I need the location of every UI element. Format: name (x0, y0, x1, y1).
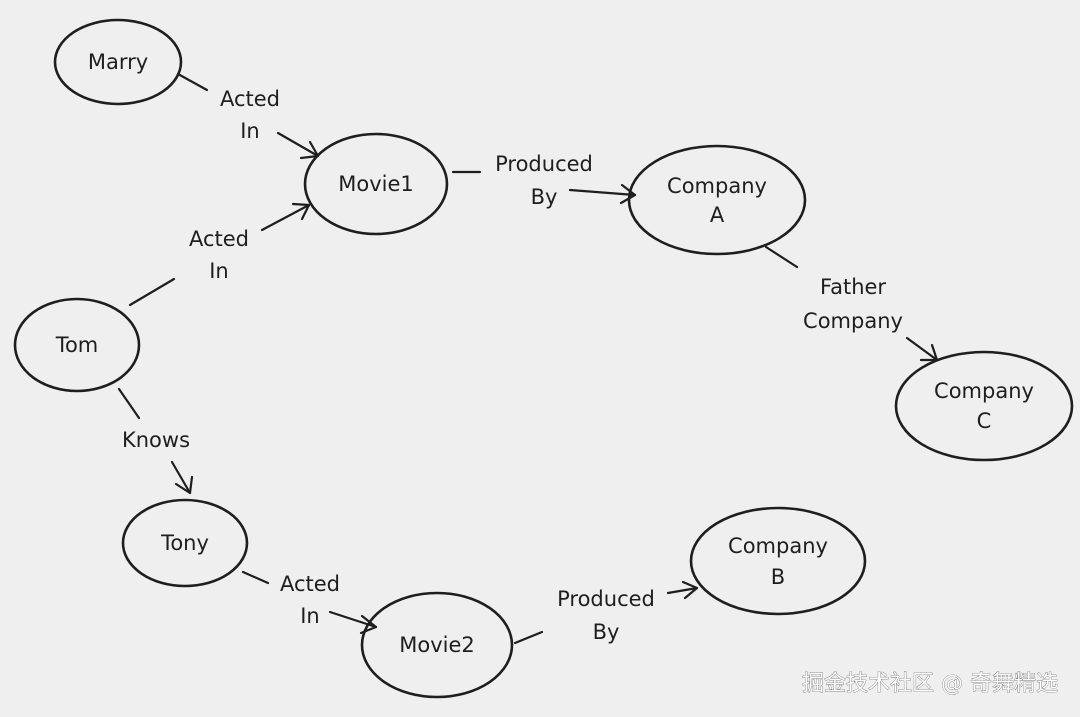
node-company-c-label-line1: Company (934, 379, 1034, 403)
edge-movie2-company-b-arrowhead (681, 580, 699, 600)
node-tony: Tony (121, 498, 249, 588)
edge-tony-movie2: Acted In (241, 570, 378, 635)
node-tom-label: Tom (55, 333, 99, 357)
edge-tom-tony: Knows (117, 387, 194, 495)
edge-movie1-company-a-label-line2: By (531, 185, 558, 209)
node-movie1: Movie1 (303, 132, 449, 236)
node-movie2-shape (360, 591, 514, 699)
node-tony-label: Tony (160, 531, 209, 555)
node-company-b-label-line2: B (771, 565, 785, 589)
edge-tom-movie1-label-line1: Acted (189, 227, 249, 251)
node-company-c-label-line2: C (977, 409, 992, 433)
node-marry: Marry (53, 18, 183, 106)
edge-tony-movie2-arrowhead (359, 614, 378, 635)
edge-tony-movie2-line-end (328, 610, 378, 629)
edge-company-a-company-c-arrowhead (919, 343, 939, 362)
node-tony-shape (121, 498, 249, 588)
edge-movie2-company-b-label-line2: By (593, 620, 620, 644)
edge-company-a-company-c-line-start (764, 245, 799, 269)
edge-tom-movie1: Acted In (128, 202, 311, 307)
node-movie2: Movie2 (360, 591, 514, 699)
edge-tony-movie2-label-line2: In (300, 604, 320, 628)
node-company-c: Company C (894, 350, 1074, 462)
edge-marry-movie1-label-line1: Acted (220, 87, 280, 111)
edge-tom-movie1-line-end (260, 203, 311, 232)
node-movie2-label: Movie2 (399, 633, 475, 657)
node-company-a-label-line2: A (710, 203, 725, 227)
node-company-b: Company B (689, 506, 867, 616)
edge-company-a-company-c-label-line1: Father (820, 275, 886, 299)
edge-company-a-company-c: Father Company (764, 245, 939, 362)
edge-tom-tony-line-end (170, 460, 192, 495)
edge-tom-movie1-label-line2: In (209, 259, 229, 283)
edge-movie1-company-a: Produced By (451, 152, 637, 209)
edge-marry-movie1: Acted In (176, 72, 320, 160)
edge-movie2-company-b-line-end (666, 586, 699, 595)
edge-company-a-company-c-line-end (905, 336, 939, 362)
edge-movie1-company-a-line-end (568, 188, 637, 197)
edge-tom-tony-line-start (117, 387, 141, 420)
node-tom-shape (13, 297, 141, 393)
edge-marry-movie1-line-start (176, 72, 209, 92)
node-movie1-label: Movie1 (338, 172, 414, 196)
edge-tom-tony-arrowhead (174, 475, 194, 495)
node-company-a-label-line1: Company (667, 174, 767, 198)
edge-marry-movie1-arrowhead (299, 140, 320, 160)
watermark-text: 掘金技术社区 @ 奇舞精选 (802, 672, 1058, 697)
edge-marry-movie1-line-end (276, 131, 320, 158)
edge-company-a-company-c-label-line2: Company (803, 309, 903, 333)
node-tom: Tom (13, 297, 141, 393)
edge-tom-movie1-line-start (128, 277, 176, 307)
node-company-b-shape (689, 506, 867, 616)
node-movie1-shape (303, 132, 449, 236)
edge-movie1-company-a-label-line1: Produced (495, 152, 593, 176)
edge-marry-movie1-label-line2: In (240, 119, 260, 143)
edge-movie2-company-b-label-line1: Produced (557, 587, 655, 611)
edge-tony-movie2-label-line1: Acted (280, 572, 340, 596)
node-marry-label: Marry (88, 50, 148, 74)
edge-tony-movie2-line-start (241, 570, 270, 585)
node-marry-shape (53, 18, 183, 106)
edge-movie2-company-b-line-start (513, 630, 544, 645)
edge-movie1-company-a-arrowhead (619, 183, 637, 205)
edge-tom-movie1-arrowhead (291, 202, 311, 221)
node-company-c-shape (894, 350, 1074, 462)
node-company-a-shape (627, 144, 807, 256)
node-company-a: Company A (627, 144, 807, 256)
edge-tom-tony-label: Knows (122, 428, 190, 452)
node-company-b-label-line1: Company (728, 534, 828, 558)
edge-movie2-company-b: Produced By (513, 580, 699, 645)
